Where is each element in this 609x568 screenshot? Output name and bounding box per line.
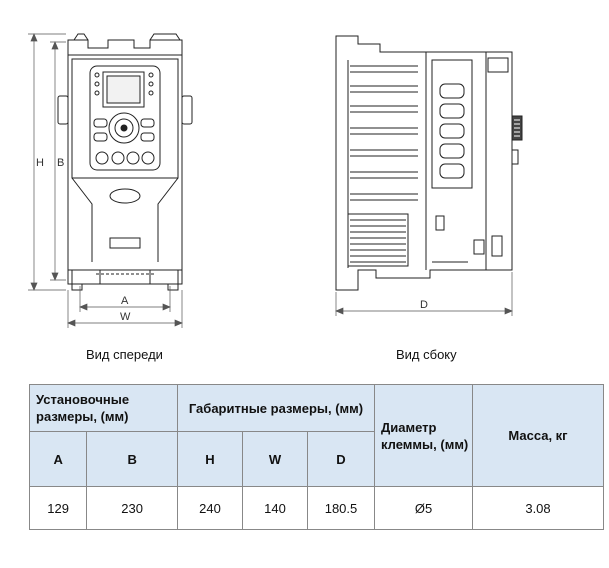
header-mounting: Установочные размеры, (мм) [29, 384, 178, 432]
header-d: D [307, 431, 375, 487]
cell-terminal: Ø5 [374, 486, 473, 530]
header-w: W [242, 431, 308, 487]
spec-table: Установочные размеры, (мм) Габаритные ра… [28, 384, 604, 530]
cell-w: 140 [242, 486, 308, 530]
cell-b: 230 [86, 486, 178, 530]
drawing-area: H B A W D [28, 33, 523, 328]
header-mass: Масса, кг [472, 384, 604, 487]
cell-d: 180.5 [307, 486, 375, 530]
front-dimensions [28, 33, 183, 328]
header-h: H [177, 431, 243, 487]
dim-label-b: B [57, 157, 64, 169]
table-row: 129 230 240 140 180.5 Ø5 3.08 [28, 486, 604, 530]
side-view [335, 35, 523, 291]
header-a: A [28, 431, 88, 487]
dim-label-a: A [121, 295, 129, 307]
table-subheader-row: A B H W D [28, 431, 604, 487]
dim-label-h: H [36, 157, 44, 169]
side-view-caption: Вид сбоку [396, 347, 457, 362]
header-b: B [86, 431, 178, 487]
header-terminal: Диаметр клеммы, (мм) [374, 384, 473, 487]
cell-h: 240 [177, 486, 243, 530]
dim-label-d: D [420, 299, 428, 311]
front-view [57, 33, 193, 291]
side-dimensions [335, 272, 513, 316]
table-header-row: Установочные размеры, (мм) Габаритные ра… [29, 384, 604, 487]
header-overall: Габаритные размеры, (мм) [177, 384, 375, 432]
cell-a: 129 [28, 486, 88, 530]
cell-mass: 3.08 [472, 486, 604, 530]
front-view-caption: Вид спереди [86, 347, 163, 362]
dim-label-w: W [120, 311, 131, 323]
